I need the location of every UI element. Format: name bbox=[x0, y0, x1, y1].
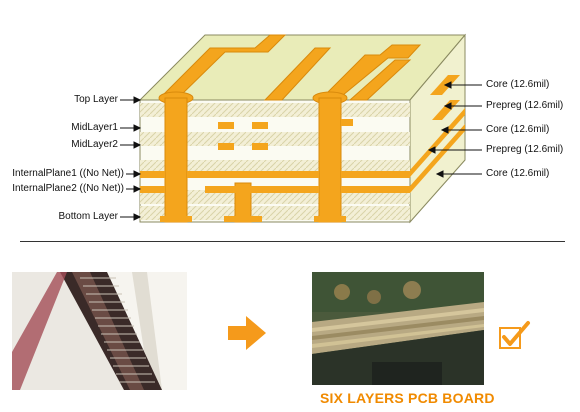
section-divider bbox=[20, 241, 565, 242]
label-core-3: Core (12.6mil) bbox=[486, 168, 550, 179]
bottom-pad-2 bbox=[224, 216, 262, 222]
label-midlayer1: MidLayer1 bbox=[71, 122, 118, 133]
orange-right-arrow-icon bbox=[228, 316, 266, 350]
top-trace-1 bbox=[158, 34, 287, 101]
six-layer-pcb-illustration bbox=[312, 272, 484, 385]
internal-plane-1-a bbox=[140, 171, 165, 178]
internal-plane-2-b bbox=[205, 186, 319, 193]
dielectric-core-2 bbox=[140, 160, 410, 174]
midlayer1-pad-a bbox=[218, 122, 234, 129]
label-prepreg-2: Prepreg (12.6mil) bbox=[486, 144, 564, 155]
orange-checkmark-icon bbox=[499, 321, 530, 349]
label-internal-plane2: InternalPlane2 ((No Net)) bbox=[12, 183, 124, 194]
bottom-pad-1 bbox=[160, 216, 192, 222]
midlayer2-pad-a bbox=[218, 143, 234, 150]
label-midlayer2: MidLayer2 bbox=[71, 139, 118, 150]
dielectric-prepreg-1 bbox=[140, 132, 410, 146]
side-copper-4 bbox=[432, 100, 460, 120]
label-internal-plane1: InternalPlane1 ((No Net)) bbox=[12, 168, 124, 179]
label-top-layer: Top Layer bbox=[74, 94, 118, 105]
label-core-2: Core (12.6mil) bbox=[486, 124, 550, 135]
internal-plane-2-a bbox=[140, 186, 165, 193]
top-trace-2 bbox=[263, 47, 332, 101]
midlayer-pad-right bbox=[341, 119, 353, 126]
bottom-pad-3 bbox=[314, 216, 346, 222]
internal-plane-1-b bbox=[187, 171, 319, 178]
right-leader-lines bbox=[427, 81, 482, 178]
dielectric-prepreg-2 bbox=[140, 190, 410, 204]
side-copper-1 bbox=[410, 108, 465, 177]
pcb-edge-illustration bbox=[12, 272, 187, 390]
label-prepreg-1: Prepreg (12.6mil) bbox=[486, 100, 564, 111]
dielectric-core-1 bbox=[140, 103, 410, 117]
pcb-edge-photo bbox=[12, 272, 187, 390]
side-copper-2 bbox=[410, 124, 465, 193]
midlayer1-pad-b bbox=[252, 122, 268, 129]
internal-plane-2-c bbox=[341, 186, 410, 193]
pcb-layer-diagram bbox=[120, 33, 482, 224]
six-layer-pcb-photo bbox=[312, 272, 484, 385]
via-left bbox=[164, 97, 188, 223]
top-trace-3 bbox=[318, 44, 422, 101]
six-layers-caption: SIX LAYERS PCB BOARD bbox=[320, 390, 495, 406]
label-bottom-layer: Bottom Layer bbox=[58, 211, 118, 222]
via-right bbox=[318, 97, 342, 223]
left-leader-lines bbox=[120, 96, 142, 221]
top-trace-4 bbox=[348, 59, 412, 101]
label-core-1: Core (12.6mil) bbox=[486, 79, 550, 90]
midlayer2-pad-b bbox=[252, 143, 268, 150]
internal-plane-1-c bbox=[341, 171, 410, 178]
